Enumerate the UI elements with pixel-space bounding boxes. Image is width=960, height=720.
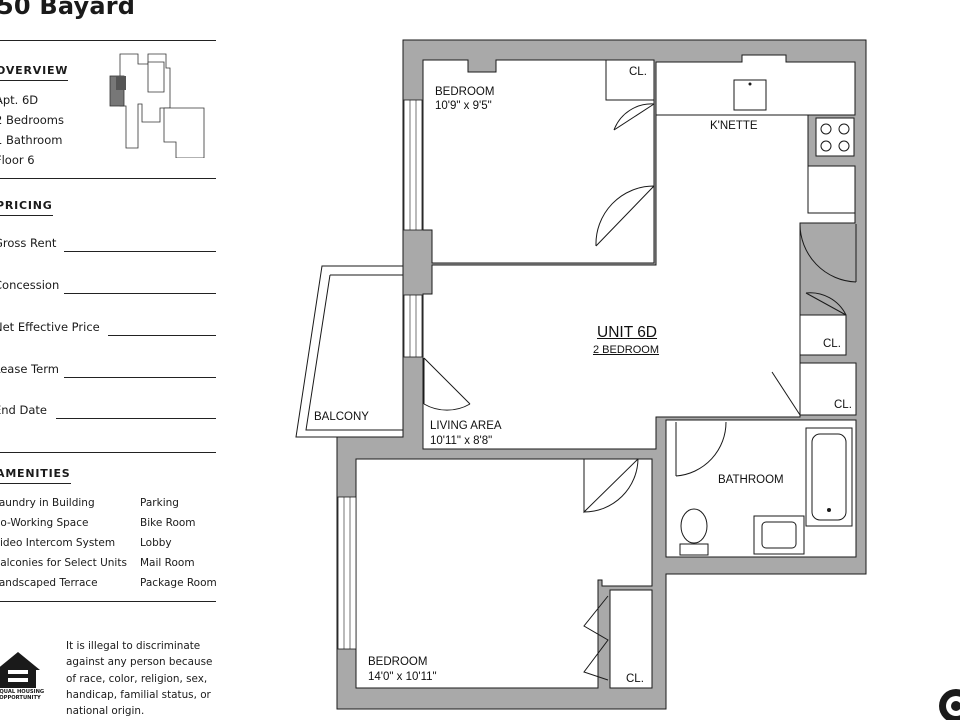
floor-plan-drawing xyxy=(295,39,867,710)
closet-label: CL. xyxy=(834,399,852,411)
amenity-item: Package Room xyxy=(140,577,217,589)
amenity-item: Bike Room xyxy=(140,517,196,529)
input-line xyxy=(64,377,216,378)
equal-housing-logo-icon xyxy=(0,652,40,688)
divider xyxy=(0,452,216,453)
door-bedroom2 xyxy=(583,458,639,514)
stove xyxy=(815,117,855,157)
overview-bathrooms: 1 Bathroom xyxy=(0,133,63,147)
amenity-item: Video Intercom System xyxy=(0,537,116,549)
divider xyxy=(0,40,216,41)
overview-heading: Overview xyxy=(0,64,69,81)
fridge-area xyxy=(807,165,856,214)
pricing-label: Net Effective Price xyxy=(0,320,100,334)
door-closet-top xyxy=(613,103,655,131)
door-bathroom xyxy=(675,421,727,477)
door-closet-low xyxy=(771,371,801,416)
closet-mid-floor xyxy=(799,314,847,356)
pricing-row-end-date: End Date xyxy=(0,403,216,419)
balcony-outline xyxy=(295,265,404,438)
key-plan-map xyxy=(109,53,205,158)
divider xyxy=(0,178,216,179)
amenity-item: Parking xyxy=(140,497,179,509)
room-label-bedroom-1: BEDROOM xyxy=(435,86,495,98)
pricing-heading: Pricing xyxy=(0,199,53,216)
info-panel: 50 Bayard Overview Apt. 6D 2 Bedrooms 1 … xyxy=(0,0,220,720)
pricing-row-gross-rent: Gross Rent xyxy=(0,236,216,252)
property-title: 50 Bayard xyxy=(0,0,136,20)
closet-label: CL. xyxy=(823,338,841,350)
window xyxy=(403,294,423,358)
door-living xyxy=(423,357,471,411)
window xyxy=(403,99,423,231)
divider xyxy=(0,601,216,602)
room-dims-living: 10'11" x 8'8" xyxy=(430,435,493,447)
pricing-row-concession: Concession xyxy=(0,278,216,294)
window xyxy=(337,496,357,650)
room-label-living: LIVING AREA xyxy=(430,420,502,432)
unit-subtitle: 2 BEDROOM xyxy=(593,344,660,356)
pricing-label: Lease Term xyxy=(0,362,59,376)
room-label-bathroom: BATHROOM xyxy=(718,474,784,486)
door-bedroom1 xyxy=(595,185,655,247)
input-line xyxy=(64,293,216,294)
room-dims-bedroom-2: 14'0" x 10'11" xyxy=(368,671,437,683)
amenity-item: Co-Working Space xyxy=(0,517,89,529)
amenities-heading: Amenities xyxy=(0,467,71,484)
closet-label: CL. xyxy=(629,66,647,78)
pricing-label: Gross Rent xyxy=(0,236,57,250)
amenity-item: Landscaped Terrace xyxy=(0,577,98,589)
room-dims-bedroom-1: 10'9" x 9'5" xyxy=(435,100,492,112)
room-label-bedroom-2: BEDROOM xyxy=(368,656,428,668)
pricing-label: End Date xyxy=(0,403,47,417)
toilet xyxy=(680,508,708,544)
amenity-item: Mail Room xyxy=(140,557,195,569)
overview-apartment: Apt. 6D xyxy=(0,93,39,107)
pricing-row-lease-term: Lease Term xyxy=(0,362,216,378)
room-label-balcony: BALCONY xyxy=(314,411,369,423)
pricing-label: Concession xyxy=(0,278,60,292)
room-label-kitchenette: K'NETTE xyxy=(710,120,758,132)
brand-logo-icon xyxy=(939,689,960,720)
closet-low-floor xyxy=(799,362,857,416)
door-closet-bed2 xyxy=(583,595,609,681)
pricing-row-net-effective: Net Effective Price xyxy=(0,320,216,336)
input-line xyxy=(56,418,216,419)
overview-bedrooms: 2 Bedrooms xyxy=(0,113,64,127)
door-kitchen xyxy=(799,223,857,283)
closet-bedroom2-floor xyxy=(609,589,653,689)
floor-plan: BEDROOM 10'9" x 9'5" CL. K'NETTE UNIT 6D… xyxy=(280,30,880,720)
bedroom-2-floor xyxy=(355,458,653,689)
overview-floor: Floor 6 xyxy=(0,153,35,167)
amenity-item: Balconies for Select Units xyxy=(0,557,127,569)
input-line xyxy=(108,335,216,336)
unit-title: UNIT 6D xyxy=(597,324,658,341)
amenity-item: Lobby xyxy=(140,537,172,549)
fair-housing-notice: It is illegal to discriminate against an… xyxy=(66,640,213,718)
input-line xyxy=(64,251,216,252)
door-closet-mid xyxy=(805,292,847,316)
closet-label: CL. xyxy=(626,673,644,685)
equal-housing-logo-text: Equal Housing Opportunity xyxy=(0,689,45,701)
amenity-item: Laundry in Building xyxy=(0,497,95,509)
